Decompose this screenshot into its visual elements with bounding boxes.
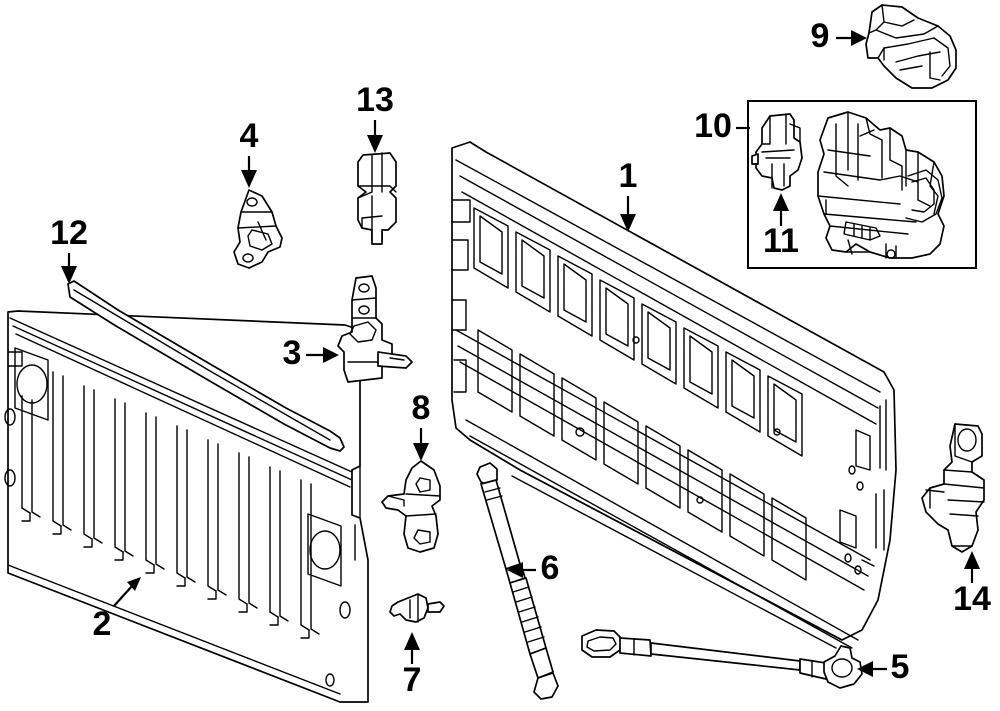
callout-1: 1 <box>619 157 638 232</box>
callout-13-number: 13 <box>356 81 394 119</box>
callout-3-number: 3 <box>283 334 302 372</box>
callout-14-arrowhead <box>964 551 980 569</box>
part-tailgate-support-cable <box>581 629 863 689</box>
part-tailgate-pivot-bolt <box>389 593 445 623</box>
callout-13: 13 <box>356 81 394 153</box>
callout-11: 11 <box>763 193 799 260</box>
callout-4: 4 <box>240 117 259 188</box>
callout-2: 2 <box>93 577 141 643</box>
inset-detail-box <box>747 100 977 269</box>
callout-10-number: 10 <box>694 107 732 145</box>
callout-3: 3 <box>283 334 339 372</box>
callout-7-number: 7 <box>403 661 422 699</box>
callout-3-arrowhead <box>323 347 339 363</box>
callout-1-arrowhead <box>620 214 636 232</box>
callout-5-arrowhead <box>857 661 873 677</box>
callout-11-number: 11 <box>763 222 799 260</box>
callout-12: 12 <box>50 214 88 284</box>
part-tailgate-lock-actuator <box>751 113 803 191</box>
callout-14: 14 <box>953 551 991 618</box>
callout-4-arrowhead <box>241 170 257 188</box>
part-tailgate-latch-striker <box>233 189 283 269</box>
callout-8-number: 8 <box>412 389 431 427</box>
part-tailgate-upper-moulding <box>67 280 345 452</box>
part-tailgate-lock-assembly <box>817 111 945 259</box>
callout-13-arrowhead <box>367 135 383 153</box>
callout-2-number: 2 <box>93 605 112 643</box>
callout-6: 6 <box>507 549 559 587</box>
callout-5-number: 5 <box>891 648 910 686</box>
callout-2-leader <box>113 585 133 607</box>
part-tailgate-hinge-reinforcement <box>381 460 441 553</box>
callout-9-arrowhead <box>851 30 867 46</box>
callout-9: 9 <box>811 17 867 55</box>
part-tailgate-inner-panel <box>451 141 897 649</box>
callout-8: 8 <box>412 389 431 461</box>
callout-7: 7 <box>403 632 422 699</box>
part-tailgate-handle-bezel <box>865 4 957 89</box>
callout-4-number: 4 <box>240 117 259 155</box>
callout-14-number: 14 <box>953 580 991 618</box>
callout-6-number: 6 <box>541 549 560 587</box>
callout-10: 10 <box>694 107 750 145</box>
callout-1-number: 1 <box>619 157 638 195</box>
callout-6-arrowhead <box>507 562 523 578</box>
callout-12-arrowhead <box>61 266 77 284</box>
callout-11-arrowhead <box>773 193 789 211</box>
part-tailgate-lock-striker <box>357 152 397 245</box>
callout-7-arrowhead <box>404 632 420 650</box>
callout-2-arrowhead <box>127 577 141 591</box>
callout-5: 5 <box>857 648 909 686</box>
part-tailgate-latch-right <box>921 423 985 553</box>
part-tailgate-outer-panel <box>4 310 369 703</box>
callout-12-number: 12 <box>50 214 88 252</box>
callout-8-arrowhead <box>413 443 429 461</box>
part-tailgate-hinge-bracket <box>337 275 413 383</box>
callout-9-number: 9 <box>811 17 830 55</box>
